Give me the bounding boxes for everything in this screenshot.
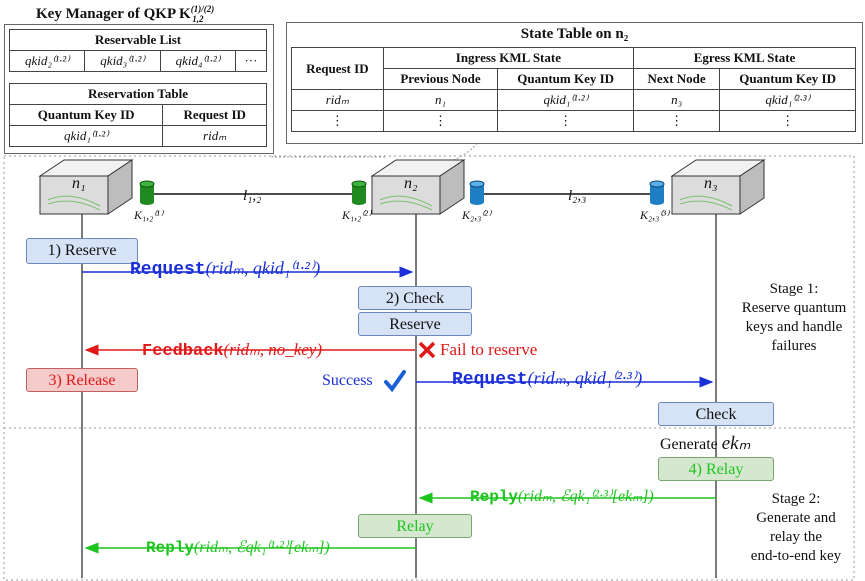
reservable-item: qkid₄⁽¹·²⁾: [159, 50, 236, 72]
keystore-label: K₁,₂⁽²⁾: [342, 208, 371, 222]
node-label-n3: n₃: [704, 175, 718, 192]
node-label-n2: n₂: [404, 175, 418, 192]
table-cell: qkid₁⁽²·³⁾: [719, 89, 856, 111]
state-table-title: State Table on n₂: [520, 26, 629, 42]
reservable-item: qkid₃⁽¹·²⁾: [84, 50, 161, 72]
message-reply-2: Reply(ridₘ, ℰqk₁⁽¹·²⁾[ekₘ]): [146, 539, 330, 557]
egress-header: Egress KML State: [633, 47, 856, 69]
state-table-panel: State Table on n₂ Request ID Ingress KML…: [286, 22, 863, 144]
link-label-l12: l₁,₂: [243, 188, 262, 204]
table-cell: qkid₁⁽¹·²⁾: [497, 89, 635, 111]
node-label-n1: n₁: [72, 175, 86, 192]
keystore-k12-2: [351, 180, 367, 205]
step-reserve-1: 1) Reserve: [26, 238, 138, 264]
reservable-list-header: Reservable List: [9, 29, 267, 51]
node-n2-router: [370, 159, 466, 215]
table-cell: n₁: [382, 89, 499, 111]
column-header: Quantum Key ID: [8, 104, 164, 126]
keystore-k23-2: [469, 180, 485, 205]
keystore-label: K₂,₃⁽³⁾: [640, 208, 669, 222]
step-check-2: 2) Check: [358, 286, 472, 310]
key-manager-panel: Reservable List qkid₂⁽¹·²⁾ qkid₃⁽¹·²⁾ qk…: [4, 24, 274, 154]
step-release-3: 3) Release: [26, 368, 138, 392]
table-cell: ⋮: [291, 110, 384, 132]
table-cell: ridₘ: [162, 125, 267, 147]
ingress-header: Ingress KML State: [382, 47, 635, 69]
step-relay-4: 4) Relay: [658, 457, 774, 481]
table-cell: ⋮: [497, 110, 635, 132]
table-cell: qkid₁⁽¹·²⁾: [8, 125, 164, 147]
message-request-1: Request(ridₘ, qkid₁⁽¹·²⁾): [130, 258, 321, 280]
table-cell: ridₘ: [291, 89, 384, 111]
stage-region: [3, 155, 855, 581]
column-header: Next Node: [633, 68, 721, 90]
message-request-2: Request(ridₘ, qkid₁⁽²·³⁾): [452, 368, 643, 390]
key-manager-title: Key Manager of QKP K(1)/(2)1,2: [36, 4, 215, 24]
column-header: Request ID: [291, 47, 384, 90]
message-reply-1: Reply(ridₘ, ℰqk₁⁽²·³⁾[ekₘ]): [470, 488, 654, 506]
step-relay-2: Relay: [358, 514, 472, 538]
message-feedback: Feedback(ridₘ, no_key): [142, 340, 323, 361]
state-table: Request ID Ingress KML State Egress KML …: [291, 47, 856, 132]
keystore-k23-3: [649, 180, 665, 205]
reservation-table-header: Reservation Table: [9, 83, 267, 105]
stage-1-label: Stage 1: Reserve quantum keys and handle…: [741, 281, 847, 354]
keystore-k12-1: [139, 180, 155, 205]
column-header: Quantum Key ID: [497, 68, 635, 90]
column-header: Quantum Key ID: [719, 68, 856, 90]
stage-2-label: Stage 2: Generate and relay the end-to-e…: [750, 491, 842, 564]
checkmark-icon: [384, 370, 406, 393]
table-cell: n₃: [633, 89, 721, 111]
table-cell: ⋮: [382, 110, 499, 132]
reservable-list: Reservable List qkid₂⁽¹·²⁾ qkid₃⁽¹·²⁾ qk…: [8, 29, 268, 72]
link-label-l23: l₂,₃: [568, 188, 587, 204]
column-header: Previous Node: [382, 68, 499, 90]
reservable-item: ···: [234, 50, 268, 72]
node-n1-router: [38, 159, 134, 215]
column-header: Request ID: [162, 104, 267, 126]
fail-text: Fail to reserve: [440, 340, 538, 359]
table-cell: ⋮: [719, 110, 856, 132]
step-reserve-2: Reserve: [358, 312, 472, 336]
node-n3-router: [670, 159, 766, 215]
step-check-3: Check: [658, 402, 774, 426]
success-text: Success: [322, 372, 373, 389]
cross-icon: [418, 341, 436, 359]
generate-text: Generate ekₘ: [660, 433, 751, 454]
keystore-label: K₂,₃⁽²⁾: [462, 208, 491, 222]
keystore-label: K₁,₂⁽¹⁾: [134, 208, 163, 222]
table-cell: ⋮: [633, 110, 721, 132]
reservation-table: Reservation Table Quantum Key ID Request…: [8, 83, 267, 147]
reservable-item: qkid₂⁽¹·²⁾: [8, 50, 86, 72]
